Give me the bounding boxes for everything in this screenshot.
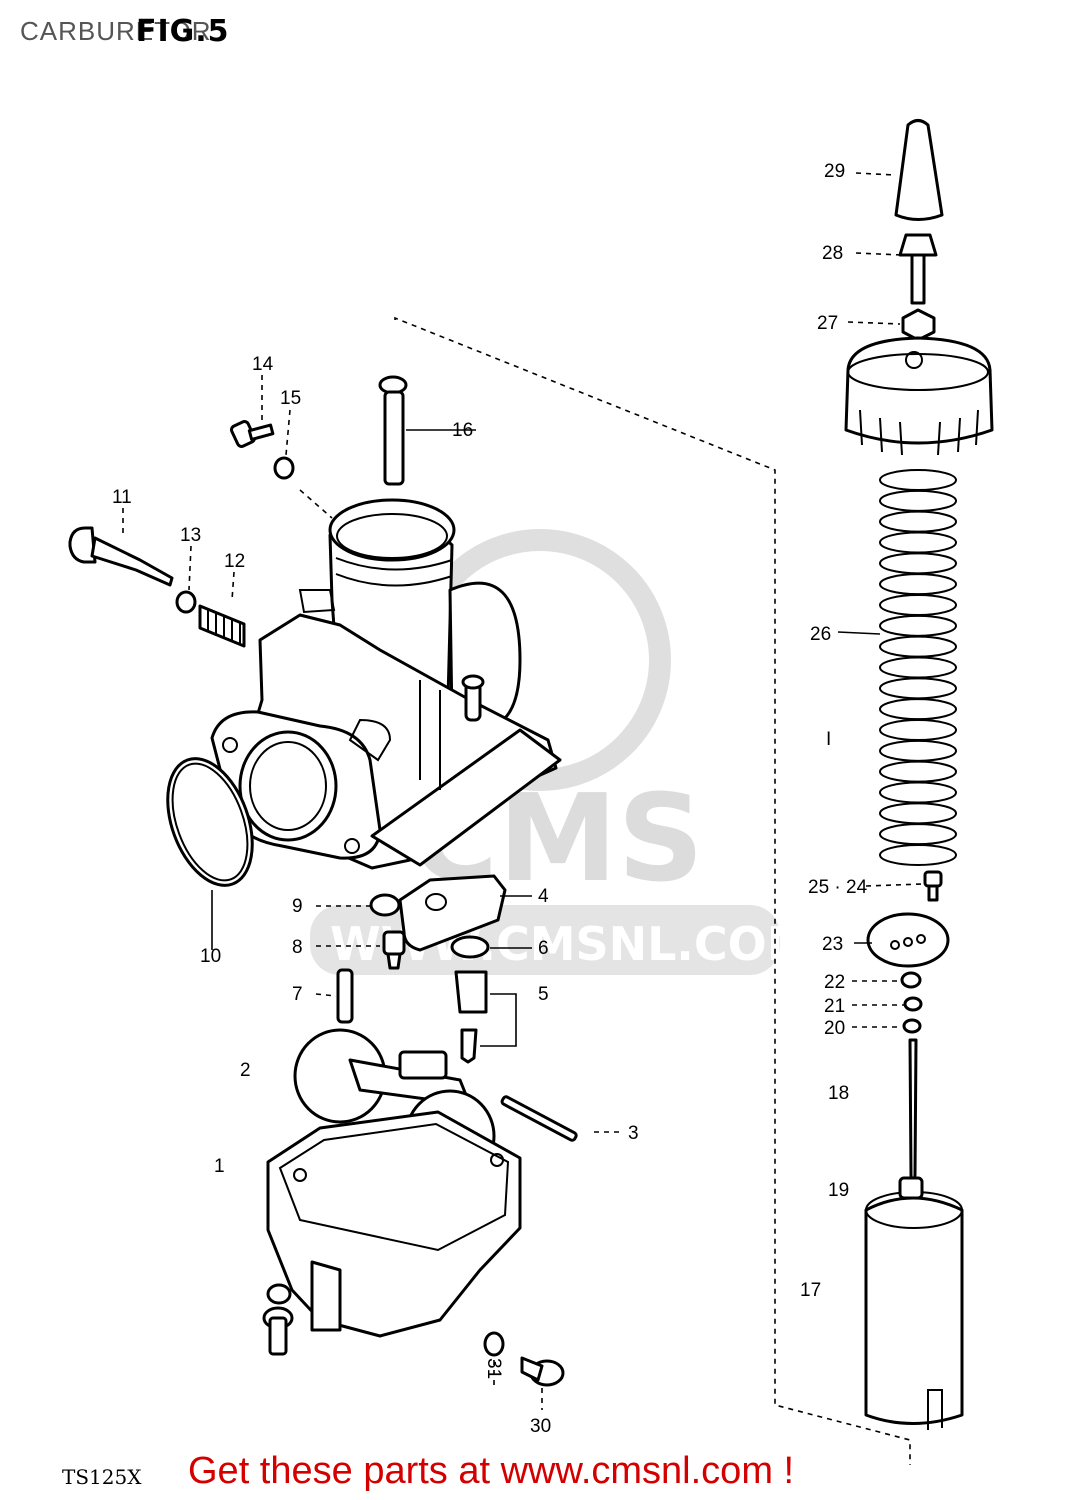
label-27: 27 (817, 313, 838, 334)
spring-coil (879, 489, 957, 512)
starter-plunger-part (378, 375, 408, 486)
needle-clip-part (903, 996, 923, 1012)
label-5: 5 (538, 984, 549, 1005)
spring-coil (879, 802, 957, 825)
spring-coil (879, 469, 957, 491)
drain-washer-part (483, 1331, 505, 1357)
adjuster-bolt-part (898, 233, 938, 305)
spacer-washer-part (902, 1018, 922, 1034)
screw-washer-visible-part (266, 1283, 292, 1305)
spring-coil (879, 614, 957, 637)
air-screw-spring-part (198, 604, 246, 648)
spring-coil (879, 573, 957, 596)
spring-coil (879, 760, 957, 783)
label-11: 11 (112, 487, 132, 508)
label-26: 26 (810, 624, 831, 645)
spring-coil (879, 823, 957, 846)
carburetor-top-cap-part (844, 336, 994, 456)
jet-washer-part (369, 893, 401, 917)
pilot-jet-part (382, 930, 406, 970)
throttle-spring-part (879, 469, 957, 866)
label-22: 22 (824, 972, 845, 993)
spring-coil (879, 698, 957, 721)
label-9: 9 (292, 896, 303, 917)
spring-coil (879, 552, 957, 575)
label-13: 13 (180, 525, 201, 546)
drain-screw-part (520, 1356, 565, 1387)
leader-lines (122, 172, 923, 1410)
label-20: 20 (824, 1018, 845, 1039)
figure-number: FIG.5 (136, 14, 230, 49)
main-jet-part (336, 968, 354, 1024)
o-ring-part (175, 590, 197, 614)
spring-coil (879, 677, 957, 700)
label-28: 28 (822, 243, 843, 264)
label-17: 17 (800, 1280, 821, 1301)
label-29: 29 (824, 161, 845, 182)
throttle-valve-part (864, 1176, 964, 1430)
spring-coil (879, 594, 957, 616)
bowl-screw-visible-part (262, 1306, 294, 1356)
lock-nut-part (901, 308, 936, 342)
label-14: 14 (252, 354, 274, 375)
label-15: 15 (280, 388, 301, 409)
diagram-title: CARBURETOR (20, 16, 212, 46)
spring-coil (879, 719, 957, 741)
needle-valve-part (454, 970, 488, 1064)
spring-coil (879, 739, 957, 762)
washer-small-part (273, 456, 295, 480)
model-code: TS125X (62, 1465, 142, 1489)
label-6: 6 (538, 938, 549, 959)
carburetor-body-part (210, 498, 562, 870)
label-2: 2 (240, 1060, 251, 1081)
label-3: 3 (628, 1123, 639, 1144)
washer-part (900, 971, 922, 989)
spring-coil (879, 510, 957, 533)
label-30: 30 (530, 1416, 551, 1437)
float-chamber-part (266, 1110, 522, 1338)
spring-coil (879, 781, 957, 804)
label-4: 4 (538, 886, 549, 907)
needle-plate-part (866, 912, 950, 968)
spring-coil (879, 635, 957, 658)
label-dot: I (826, 729, 831, 750)
label-23: 23 (822, 934, 843, 955)
label-8: 8 (292, 937, 303, 958)
plate-screw-part (923, 870, 943, 902)
label-18: 18 (828, 1083, 849, 1104)
assembly-boundary-line (394, 316, 911, 1465)
spring-coil (879, 844, 957, 866)
label-7: 7 (292, 984, 303, 1005)
air-screw-part (68, 526, 174, 587)
label-10: 10 (200, 946, 221, 967)
part-number-labels: 29 28 27 26 I 25 · 24 23 22 21 20 18 19 … (112, 161, 868, 1437)
float-pin-part (500, 1095, 578, 1142)
label-25-24: 25 · 24 (808, 877, 868, 898)
label-19: 19 (828, 1180, 849, 1201)
mounting-screw-part (230, 420, 275, 448)
label-21: 21 (824, 996, 845, 1017)
spring-coil (879, 656, 957, 679)
seat-o-ring-part (450, 935, 490, 959)
parts-link-banner[interactable]: Get these parts at www.cmsnl.com ! (188, 1450, 795, 1492)
label-1: 1 (214, 1156, 225, 1177)
cap-cover-part (894, 119, 944, 221)
jet-needle-part (908, 1038, 918, 1197)
label-12: 12 (224, 551, 245, 572)
label-31: 31 (483, 1358, 504, 1379)
label-16: 16 (452, 420, 473, 441)
spring-coil (879, 531, 957, 554)
